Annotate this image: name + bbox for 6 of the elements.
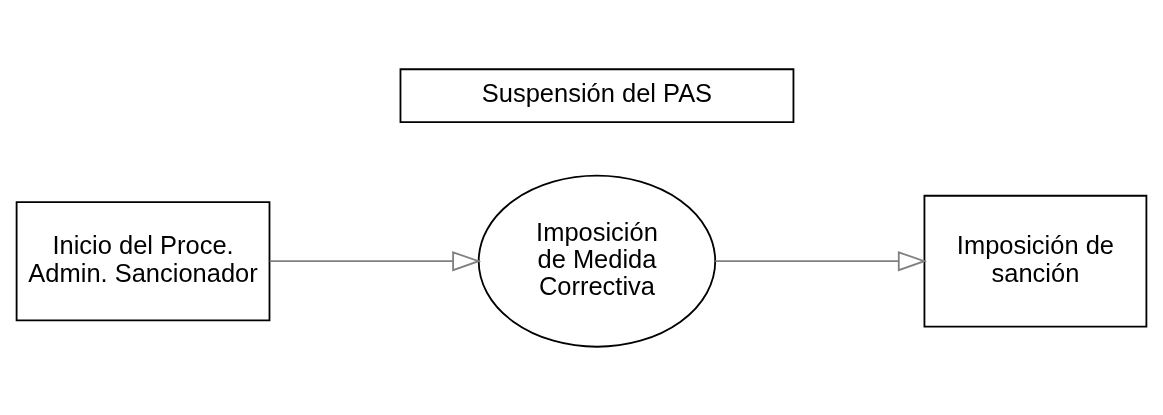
arrow xyxy=(714,250,927,271)
arrow xyxy=(268,250,482,271)
node-box: Inicio del Proce. Admin. Sancionador xyxy=(15,200,271,321)
node-ellipse: Imposición de Medida Correctiva xyxy=(477,174,717,348)
node-box: Suspensión del PAS xyxy=(399,67,795,123)
node-box: Imposición de sanción xyxy=(923,194,1148,328)
